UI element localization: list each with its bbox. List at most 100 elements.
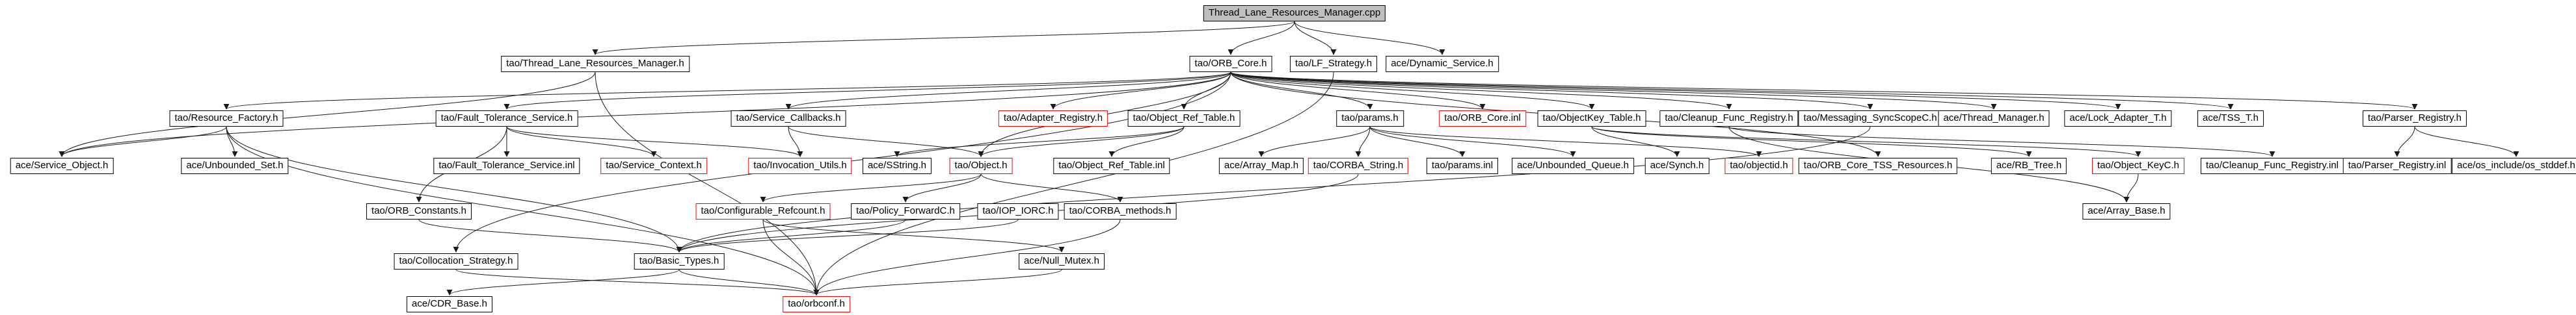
- include-edge-service_callbacks_h--object_h: [788, 126, 984, 157]
- include-edge-cpp--tlrm_h: [592, 21, 1295, 55]
- include-edge-ft_service_h--service_context_h: [506, 126, 657, 157]
- include-edge-object_ref_table_h--object_ref_table_inl: [1108, 126, 1185, 157]
- graph-node-collocation_strategy_h[interactable]: tao/Collocation_Strategy.h: [394, 253, 518, 270]
- include-edge-null_mutex_h--orbconf_h: [813, 269, 1062, 296]
- include-edge-ft_service_h--invocation_utils_h: [506, 126, 803, 157]
- graph-node-lf_strategy_h[interactable]: tao/LF_Strategy.h: [1289, 56, 1378, 72]
- graph-node-orb_core_inl[interactable]: tao/ORB_Core.inl: [1439, 110, 1526, 127]
- include-edge-orb_core_h--objectkey_table_h: [1230, 71, 1595, 110]
- include-edge-parser_registry_h--os_stddef_h: [2414, 126, 2519, 157]
- graph-node-policy_forwardc_h[interactable]: tao/Policy_ForwardC.h: [851, 203, 960, 220]
- graph-node-unbounded_queue_h[interactable]: ace/Unbounded_Queue.h: [1512, 158, 1634, 174]
- graph-node-parser_registry_inl[interactable]: tao/Parser_Registry.inl: [2342, 158, 2452, 174]
- include-edge-resource_factory_h--service_object_h: [59, 126, 227, 157]
- graph-node-object_keyc_h[interactable]: tao/Object_KeyC.h: [2092, 158, 2184, 174]
- include-edge-objectkey_table_h--rb_tree_h: [1591, 126, 2032, 157]
- include-edge-objectkey_table_h--object_keyc_h: [1591, 126, 2141, 157]
- graph-node-basic_types_h[interactable]: tao/Basic_Types.h: [634, 253, 725, 270]
- include-edge-orb_core_h--parser_registry_h: [1230, 71, 2417, 110]
- graph-node-null_mutex_h[interactable]: ace/Null_Mutex.h: [1019, 253, 1105, 270]
- graph-node-thread_manager_h[interactable]: ace/Thread_Manager.h: [1938, 110, 2050, 127]
- include-edge-service_callbacks_h--invocation_utils_h: [788, 126, 803, 157]
- graph-node-params_inl[interactable]: tao/params.inl: [1426, 158, 1499, 174]
- graph-node-synch_h[interactable]: ace/Synch.h: [1644, 158, 1710, 174]
- graph-node-service_object_h[interactable]: ace/Service_Object.h: [10, 158, 114, 174]
- include-edge-basic_types_h--cdr_base_h: [446, 269, 680, 296]
- include-edge-object_h--corba_methods_h: [980, 173, 1123, 203]
- graph-node-cdr_base_h[interactable]: ace/CDR_Base.h: [407, 296, 492, 312]
- graph-node-cleanup_func_registry_inl[interactable]: tao/Cleanup_Func_Registry.inl: [2200, 158, 2344, 174]
- graph-node-array_map_h[interactable]: ace/Array_Map.h: [1218, 158, 1304, 174]
- include-edge-orb_core_h--orb_core_inl: [1230, 71, 1486, 110]
- graph-node-configurable_refcount_h[interactable]: tao/Configurable_Refcount.h: [695, 203, 831, 220]
- include-edge-orb_core_h--tss_t_h: [1230, 71, 2234, 110]
- graph-node-objectkey_table_h[interactable]: tao/ObjectKey_Table.h: [1537, 110, 1646, 127]
- graph-node-service_callbacks_h[interactable]: tao/Service_Callbacks.h: [731, 110, 846, 127]
- graph-node-orb_core_h[interactable]: tao/ORB_Core.h: [1189, 56, 1272, 72]
- graph-node-service_context_h[interactable]: tao/Service_Context.h: [600, 158, 707, 174]
- graph-node-tss_t_h[interactable]: ace/TSS_T.h: [2197, 110, 2264, 127]
- include-edge-cpp--dynamic_service_h: [1294, 21, 1445, 55]
- graph-node-orbconf_h[interactable]: tao/orbconf.h: [783, 296, 850, 312]
- include-edge-object_ref_table_h--object_h: [978, 126, 1185, 157]
- graph-node-dynamic_service_h[interactable]: ace/Dynamic_Service.h: [1386, 56, 1499, 72]
- graph-node-objectid_h[interactable]: tao/objectid.h: [1724, 158, 1793, 174]
- graph-node-array_base_h[interactable]: ace/Array_Base.h: [2082, 203, 2171, 220]
- graph-node-sstring_h[interactable]: ace/SString.h: [862, 158, 932, 174]
- graph-node-cleanup_func_registry_h[interactable]: tao/Cleanup_Func_Registry.h: [1659, 110, 1799, 127]
- graph-node-cpp[interactable]: Thread_Lane_Resources_Manager.cpp: [1203, 5, 1386, 21]
- include-edge-orb_core_h--cleanup_func_registry_h: [1230, 71, 1732, 110]
- include-edge-orb_core_h--resource_factory_h: [223, 71, 1231, 110]
- graph-node-resource_factory_h[interactable]: tao/Resource_Factory.h: [169, 110, 284, 127]
- graph-node-object_h[interactable]: tao/Object.h: [949, 158, 1013, 174]
- graph-node-rb_tree_h[interactable]: ace/RB_Tree.h: [1991, 158, 2067, 174]
- include-edge-orb_core_h--object_ref_table_h: [1181, 71, 1231, 110]
- include-edge-iop_iorc_h--basic_types_h: [676, 219, 1019, 253]
- include-edge-orb_constants_h--basic_types_h: [418, 219, 682, 253]
- graph-node-params_h[interactable]: tao/params.h: [1336, 110, 1404, 127]
- include-edge-params_h--params_inl: [1369, 126, 1466, 157]
- include-edge-resource_factory_h--unbounded_set_h: [226, 126, 238, 157]
- include-edge-policy_forwardc_h--basic_types_h: [676, 219, 906, 253]
- include-edge-parser_registry_h--parser_registry_inl: [2394, 126, 2415, 157]
- graph-node-messaging_syncscopec_h[interactable]: tao/Messaging_SyncScopeC.h: [1798, 110, 1942, 127]
- graph-node-orb_core_tss_resources_h[interactable]: tao/ORB_Core_TSS_Resources.h: [1798, 158, 1958, 174]
- include-edge-resource_factory_h--basic_types_h: [226, 126, 682, 253]
- graph-node-lock_adapter_t_h[interactable]: ace/Lock_Adapter_T.h: [2064, 110, 2172, 127]
- include-edge-cleanup_func_registry_h--cleanup_func_registry_inl: [1728, 126, 2275, 157]
- include-edge-orb_core_h--ft_service_h: [503, 71, 1231, 110]
- graph-node-corba_string_h[interactable]: tao/CORBA_String.h: [1308, 158, 1409, 174]
- include-edge-basic_types_h--orbconf_h: [678, 269, 820, 296]
- graph-node-unbounded_set_h[interactable]: ace/Unbounded_Set.h: [181, 158, 289, 174]
- include-edge-object_h--policy_forwardc_h: [902, 173, 982, 203]
- include-edge-cpp--orb_core_h: [1228, 21, 1295, 55]
- graph-node-parser_registry_h[interactable]: tao/Parser_Registry.h: [2363, 110, 2467, 127]
- include-edge-params_h--corba_string_h: [1355, 126, 1371, 157]
- graph-node-orb_constants_h[interactable]: tao/ORB_Constants.h: [366, 203, 472, 220]
- graph-node-object_ref_table_h[interactable]: tao/Object_Ref_Table.h: [1127, 110, 1241, 127]
- include-edge-collocation_strategy_h--orbconf_h: [455, 269, 820, 296]
- graph-node-ft_service_h[interactable]: tao/Fault_Tolerance_Service.h: [435, 110, 578, 127]
- graph-node-invocation_utils_h[interactable]: tao/Invocation_Utils.h: [748, 158, 852, 174]
- graph-node-os_stddef_h[interactable]: ace/os_include/os_stddef.h: [2452, 158, 2576, 174]
- graph-node-ft_service_inl[interactable]: tao/Fault_Tolerance_Service.inl: [433, 158, 580, 174]
- include-edge-object_keyc_h--array_base_h: [2123, 173, 2139, 203]
- include-edge-configurable_refcount_h--null_mutex_h: [762, 219, 1065, 253]
- include-edge-orb_core_h--service_callbacks_h: [785, 71, 1231, 110]
- graph-node-object_ref_table_inl[interactable]: tao/Object_Ref_Table.inl: [1053, 158, 1170, 174]
- graph-node-corba_methods_h[interactable]: tao/CORBA_methods.h: [1064, 203, 1177, 220]
- include-edge-objectkey_table_h--synch_h: [1591, 126, 1680, 157]
- include-edge-orb_core_h--messaging_syncscopec_h: [1230, 71, 1873, 110]
- include-edge-object_h--configurable_refcount_h: [760, 173, 982, 203]
- graph-node-iop_iorc_h[interactable]: tao/IOP_IORC.h: [977, 203, 1059, 220]
- graph-node-adapter_registry_h[interactable]: tao/Adapter_Registry.h: [998, 110, 1108, 127]
- include-edge-params_h--unbounded_queue_h: [1369, 126, 1576, 157]
- graph-node-tlrm_h[interactable]: tao/Thread_Lane_Resources_Manager.h: [501, 56, 690, 72]
- include-edge-cpp--lf_strategy_h: [1294, 21, 1337, 55]
- include-edge-params_h--array_map_h: [1258, 126, 1371, 157]
- include-edge-orb_core_h--adapter_registry_h: [1050, 71, 1231, 110]
- include-edge-configurable_refcount_h--orbconf_h: [762, 219, 820, 296]
- include-edge-orb_core_h--lock_adapter_t_h: [1230, 71, 2121, 110]
- include-edge-object_ref_table_h--sstring_h: [894, 126, 1185, 157]
